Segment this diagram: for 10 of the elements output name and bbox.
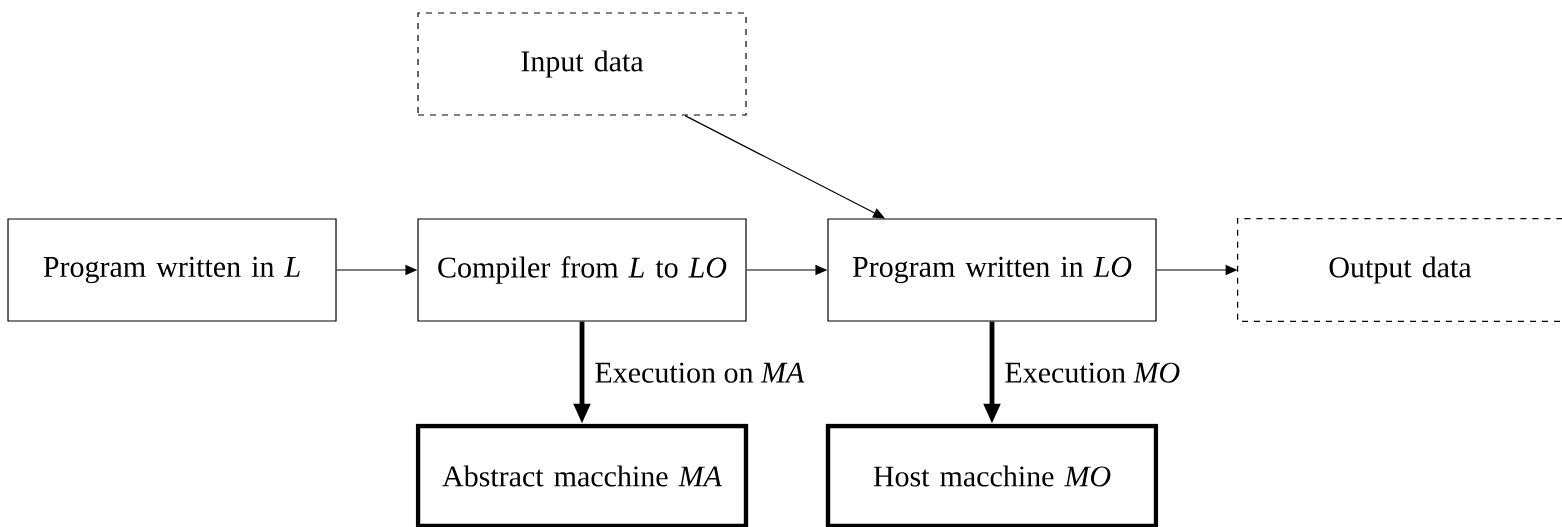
edge-label: Execution MO bbox=[1005, 362, 1180, 383]
machine-box: Abstract macchine MA bbox=[415, 423, 749, 527]
output-box: Output data bbox=[1237, 218, 1562, 322]
input-box: Input data bbox=[417, 12, 747, 116]
process-box: Compiler from L to LO bbox=[417, 218, 747, 322]
edge-label: Execution on MA bbox=[595, 362, 805, 383]
process-box: Program written in LO bbox=[827, 218, 1157, 322]
process-box: Program written in L bbox=[7, 218, 337, 322]
machine-box: Host macchine MO bbox=[825, 423, 1159, 527]
arrow bbox=[684, 115, 885, 219]
